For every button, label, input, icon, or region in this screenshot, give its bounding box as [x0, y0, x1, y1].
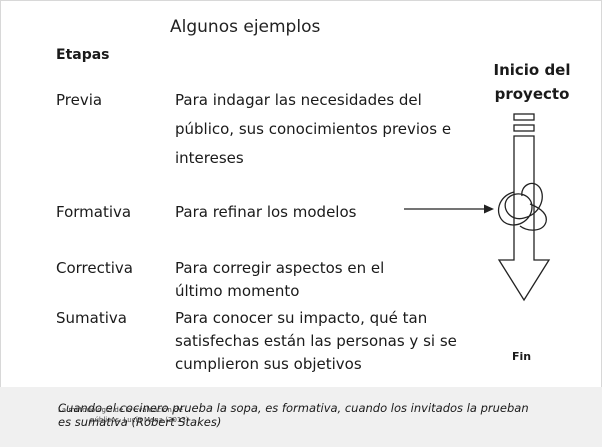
footer-band — [0, 387, 602, 447]
stage-name-correctiva: Correctiva — [56, 259, 133, 277]
stage-description-correctiva: Para corregir aspectos en el último mome… — [175, 259, 385, 300]
end-label: Fin — [512, 350, 532, 363]
stages-heading: Etapas — [56, 47, 110, 63]
stage-name-previa: Previa — [56, 91, 103, 109]
footer-credit-1: La metodología de la evaluación de — [58, 406, 183, 414]
stage-description-formativa: Para refinar los modelos — [175, 203, 357, 221]
stage-name-sumativa: Sumativa — [56, 309, 127, 327]
slide-title: Algunos ejemplos — [170, 17, 321, 37]
stage-description-previa: Para indagar las necesidades del público… — [175, 91, 452, 167]
start-label: Inicio del proyecto — [493, 61, 571, 103]
stage-name-formativa: Formativa — [56, 203, 132, 221]
stage-description-sumativa: Para conocer su impacto, qué tan satisfe… — [175, 309, 457, 373]
footer-credit-2: públicos. Lucía Mena (2013) — [90, 416, 189, 424]
footer-quote: Cuando el cocinero prueba la sopa, es fo… — [58, 401, 529, 429]
